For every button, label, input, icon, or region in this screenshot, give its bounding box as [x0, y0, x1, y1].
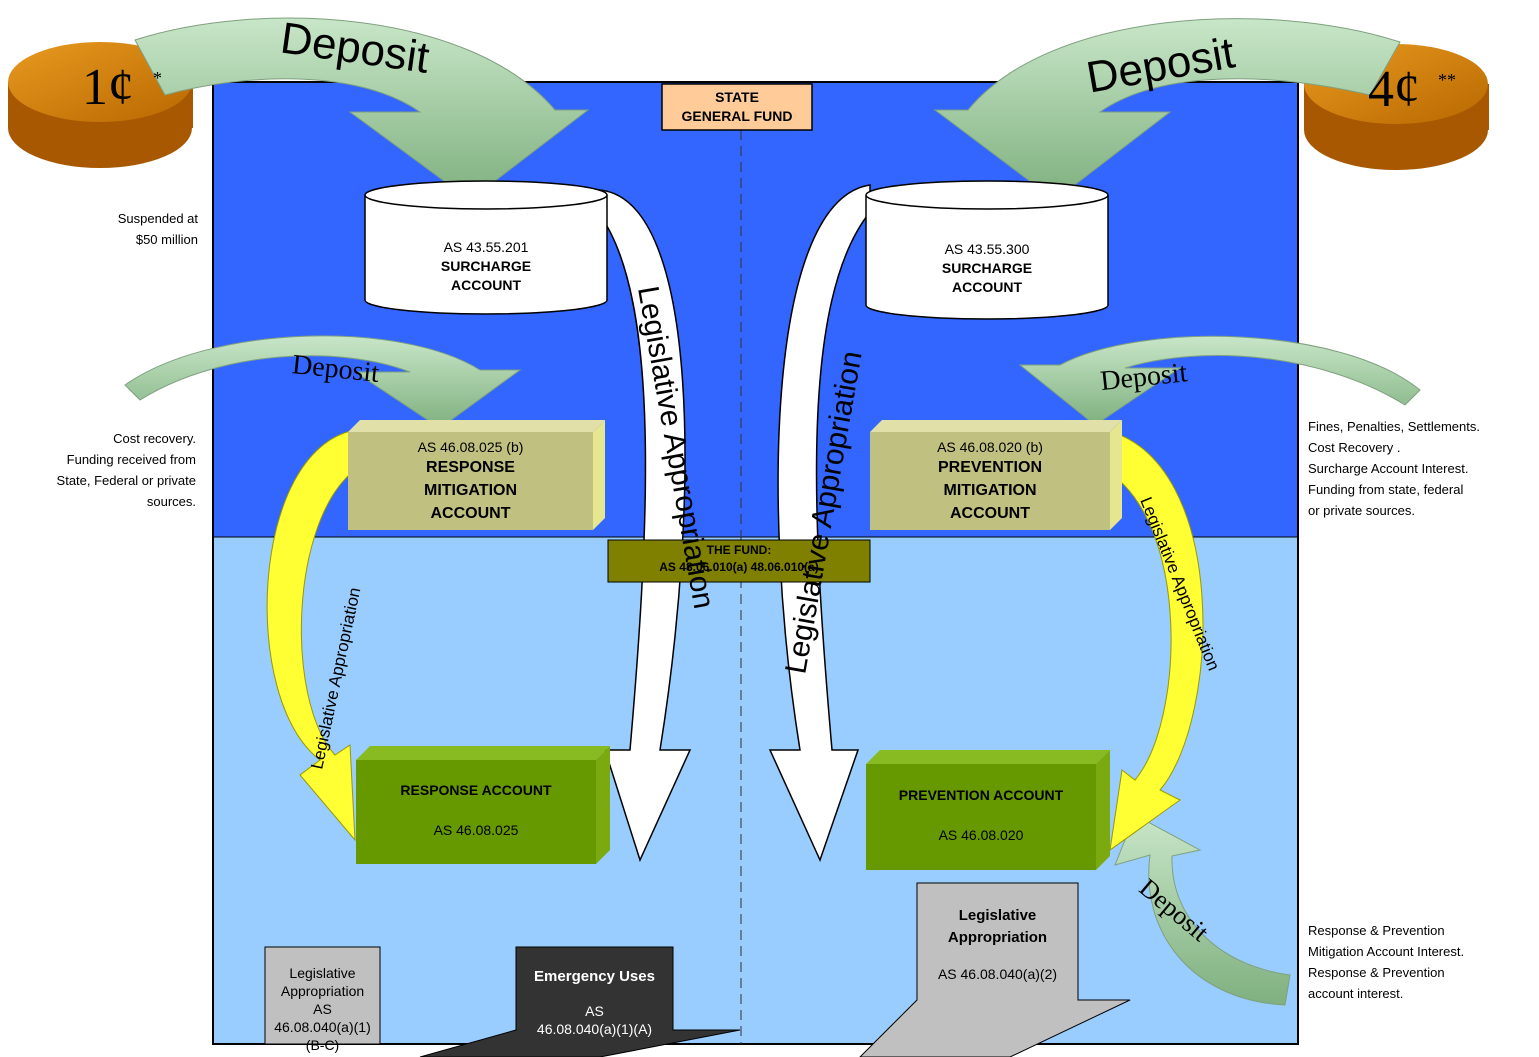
note-fines-line: or private sources. [1308, 503, 1415, 518]
surcharge-right-cylinder [865, 180, 1109, 320]
surcharge-left-statute: AS 43.55.201 [443, 239, 529, 255]
note-cost-recovery-line: Cost recovery. [113, 431, 196, 446]
response-account-title: RESPONSE ACCOUNT [400, 782, 552, 798]
legislative-arrow-left [599, 189, 692, 863]
note-cost-recovery-line: sources. [146, 494, 196, 509]
deposit-arrow-left-top [134, 17, 590, 201]
state-general-fund: STATE GENERAL FUND [662, 88, 812, 126]
coin-right-amount: 4¢ [1368, 61, 1420, 118]
yellow-arrow-left [266, 429, 356, 842]
note-cost-recovery-line: Funding received from [66, 452, 196, 467]
note-interest-line: Response & Prevention [1308, 965, 1445, 980]
prevention-account-box [866, 750, 1110, 870]
note-suspended-line: $50 million [135, 232, 198, 247]
emergency-arrow [419, 946, 741, 1057]
prevention-mitigation-line3: ACCOUNT [950, 505, 1030, 522]
surcharge-left-label: AS 43.55.201 SURCHARGE ACCOUNT [365, 238, 607, 295]
surcharge-right-line1: SURCHARGE [941, 260, 1033, 276]
note-cost-recovery: Cost recovery. Funding received from Sta… [10, 428, 196, 512]
surcharge-left-line1: SURCHARGE [440, 258, 532, 274]
the-fund-label: THE FUND: AS 48.06.010(a) 48.06.010(a) [608, 542, 870, 576]
response-mitigation-statute: AS 46.08.025 (b) [417, 439, 524, 455]
bottom-left-line2: Appropriation [280, 983, 365, 999]
bottom-right-line2: Appropriation [947, 929, 1048, 946]
legislative-arrow-right [768, 184, 871, 863]
response-account-box [356, 746, 610, 864]
note-fines: Fines, Penalties, Settlements. Cost Reco… [1308, 416, 1533, 521]
state-general-fund-line2: GENERAL FUND [681, 108, 793, 124]
bottom-right-line1: Legislative [958, 907, 1037, 924]
note-fines-line: Cost Recovery . [1308, 440, 1401, 455]
bottom-left-line1: Legislative [289, 965, 356, 981]
surcharge-left-line2: ACCOUNT [451, 277, 521, 293]
note-interest-line: Response & Prevention [1308, 923, 1445, 938]
yellow-arrow-right [1104, 429, 1204, 852]
response-mitigation-label: AS 46.08.025 (b) RESPONSE MITIGATION ACC… [348, 438, 593, 525]
response-account-label: RESPONSE ACCOUNT AS 46.08.025 [356, 780, 596, 840]
prevention-account-label: PREVENTION ACCOUNT AS 46.08.020 [866, 785, 1096, 845]
prevention-mitigation-box [870, 420, 1122, 530]
note-interest: Response & Prevention Mitigation Account… [1308, 920, 1533, 1004]
note-suspended-line: Suspended at [117, 211, 198, 226]
bottom-left-line4: 46.08.040(a)(1) [274, 1019, 371, 1035]
bottom-left-line5: (B-C) [305, 1037, 340, 1053]
note-cost-recovery-line: State, Federal or private [56, 473, 196, 488]
surcharge-left-cylinder [364, 180, 608, 315]
note-interest-line: account interest. [1308, 986, 1404, 1001]
diagram-border [212, 81, 1299, 1045]
grey-arrow-bottom-left [264, 946, 381, 1045]
prevention-mitigation-statute: AS 46.08.020 (b) [937, 439, 1043, 455]
emergency-line1: AS [585, 1003, 604, 1019]
coin-right-mark: ** [1438, 70, 1456, 90]
the-fund-box [607, 539, 871, 583]
response-mitigation-box [348, 420, 605, 530]
state-general-fund-line1: STATE [715, 89, 759, 105]
bottom-left-line3: AS [313, 1001, 332, 1017]
emergency-line2: 46.08.040(a)(1)(A) [536, 1021, 653, 1037]
the-fund-line1: THE FUND: [706, 543, 772, 557]
state-general-fund-box [661, 83, 813, 131]
surcharge-right-line2: ACCOUNT [952, 279, 1022, 295]
note-suspended: Suspended at $50 million [60, 208, 198, 250]
response-account-statute: AS 46.08.025 [433, 822, 519, 838]
bottom-left-label: Legislative Appropriation AS 46.08.040(a… [265, 964, 380, 1054]
coin-left-amount: 1¢ [82, 59, 134, 116]
prevention-account-title: PREVENTION ACCOUNT [898, 787, 1064, 803]
response-mitigation-line3: ACCOUNT [430, 505, 511, 522]
deposit-arrow-left-mid [124, 335, 522, 429]
note-fines-line: Fines, Penalties, Settlements. [1308, 419, 1480, 434]
bottom-right-label: Legislative Appropriation AS 46.08.040(a… [917, 905, 1078, 985]
prevention-account-statute: AS 46.08.020 [938, 827, 1024, 843]
deposit-arrow-bottom-right [1114, 814, 1291, 1006]
note-interest-line: Mitigation Account Interest. [1308, 944, 1465, 959]
prevention-mitigation-label: AS 46.08.020 (b) PREVENTION MITIGATION A… [870, 438, 1110, 525]
prevention-mitigation-line2: MITIGATION [943, 482, 1037, 499]
grey-arrow-bottom-right [859, 882, 1131, 1057]
emergency-label: Emergency Uses AS 46.08.040(a)(1)(A) [516, 968, 673, 1038]
prevention-mitigation-line1: PREVENTION [937, 459, 1042, 476]
coin-right-icon [1304, 44, 1489, 170]
bottom-right-line3: AS 46.08.040(a)(2) [937, 966, 1058, 982]
surcharge-right-label: AS 43.55.300 SURCHARGE ACCOUNT [866, 240, 1108, 297]
emergency-title: Emergency Uses [534, 968, 655, 985]
the-fund-line2: AS 48.06.010(a) 48.06.010(a) [659, 560, 819, 574]
coin-left-mark: * [153, 68, 162, 88]
response-mitigation-line1: RESPONSE [426, 459, 515, 476]
note-fines-line: Surcharge Account Interest. [1308, 461, 1469, 476]
deposit-arrow-right-mid [1018, 335, 1421, 426]
deposit-arrow-right-top [933, 18, 1401, 201]
coin-left-icon [8, 42, 193, 168]
note-fines-line: Funding from state, federal [1308, 482, 1464, 497]
response-mitigation-line2: MITIGATION [423, 482, 518, 499]
surcharge-right-statute: AS 43.55.300 [944, 241, 1030, 257]
